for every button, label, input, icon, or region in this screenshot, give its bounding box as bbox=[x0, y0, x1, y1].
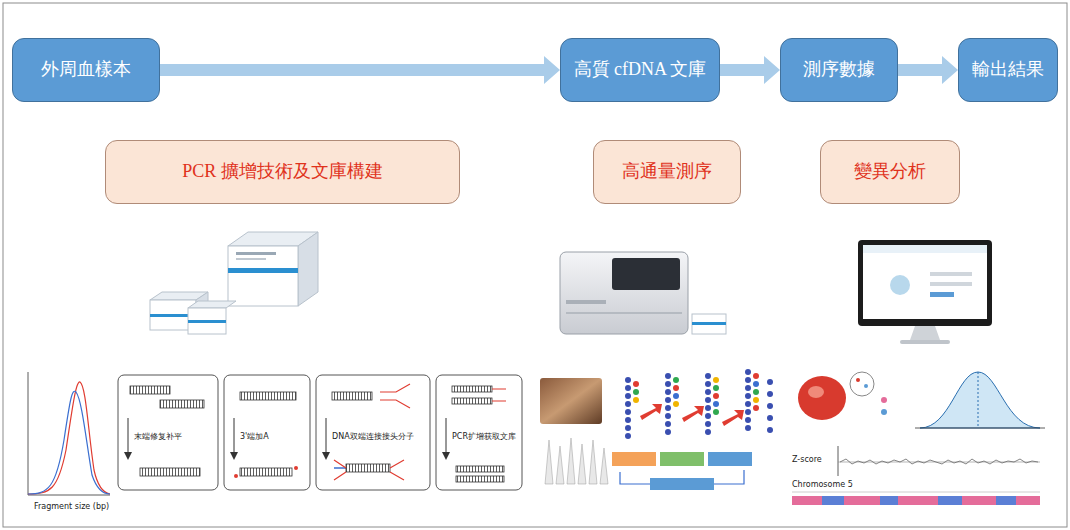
process-box: 外周血樣本 bbox=[12, 38, 160, 102]
figure-label: DNA双端连接接头分子 bbox=[332, 433, 414, 442]
process-box: 測序數據 bbox=[780, 38, 898, 102]
figure-label: Z-score bbox=[792, 456, 822, 465]
fragment-chart bbox=[28, 372, 110, 495]
step-box: PCR 擴增技術及文庫構建 bbox=[105, 140, 460, 204]
process-box: 輸出結果 bbox=[958, 38, 1058, 102]
box-label: 高質 cfDNA 文庫 bbox=[574, 59, 707, 81]
monitor-illustration bbox=[858, 240, 992, 344]
box-label: 輸出結果 bbox=[972, 59, 1044, 81]
library-prep-panels bbox=[118, 375, 522, 490]
flow-arrow bbox=[720, 56, 780, 84]
figure-label: Fragment size (bp) bbox=[34, 503, 109, 512]
flow-arrow bbox=[898, 56, 958, 84]
box-label: 變異分析 bbox=[854, 161, 926, 183]
process-box: 高質 cfDNA 文庫 bbox=[560, 38, 720, 102]
box-label: PCR 擴增技術及文庫構建 bbox=[182, 161, 383, 183]
box-label: 測序數據 bbox=[803, 59, 875, 81]
analysis-illustration bbox=[792, 372, 1045, 505]
kit-illustration bbox=[150, 232, 318, 334]
sequencing-illustration bbox=[540, 369, 773, 490]
box-label: 外周血樣本 bbox=[41, 59, 131, 81]
step-box: 變異分析 bbox=[820, 140, 960, 204]
figure-label: PCR扩增获取文库 bbox=[452, 433, 516, 442]
flow-arrow bbox=[160, 56, 560, 84]
figure-label: 3'端加A bbox=[240, 433, 269, 442]
sequencer-illustration bbox=[560, 252, 726, 334]
figure-label: Chromosome 5 bbox=[792, 481, 853, 490]
box-label: 高通量測序 bbox=[622, 161, 712, 183]
step-box: 高通量測序 bbox=[593, 140, 741, 204]
frame bbox=[3, 3, 1067, 527]
figure-label: 末端修复补平 bbox=[134, 433, 182, 442]
